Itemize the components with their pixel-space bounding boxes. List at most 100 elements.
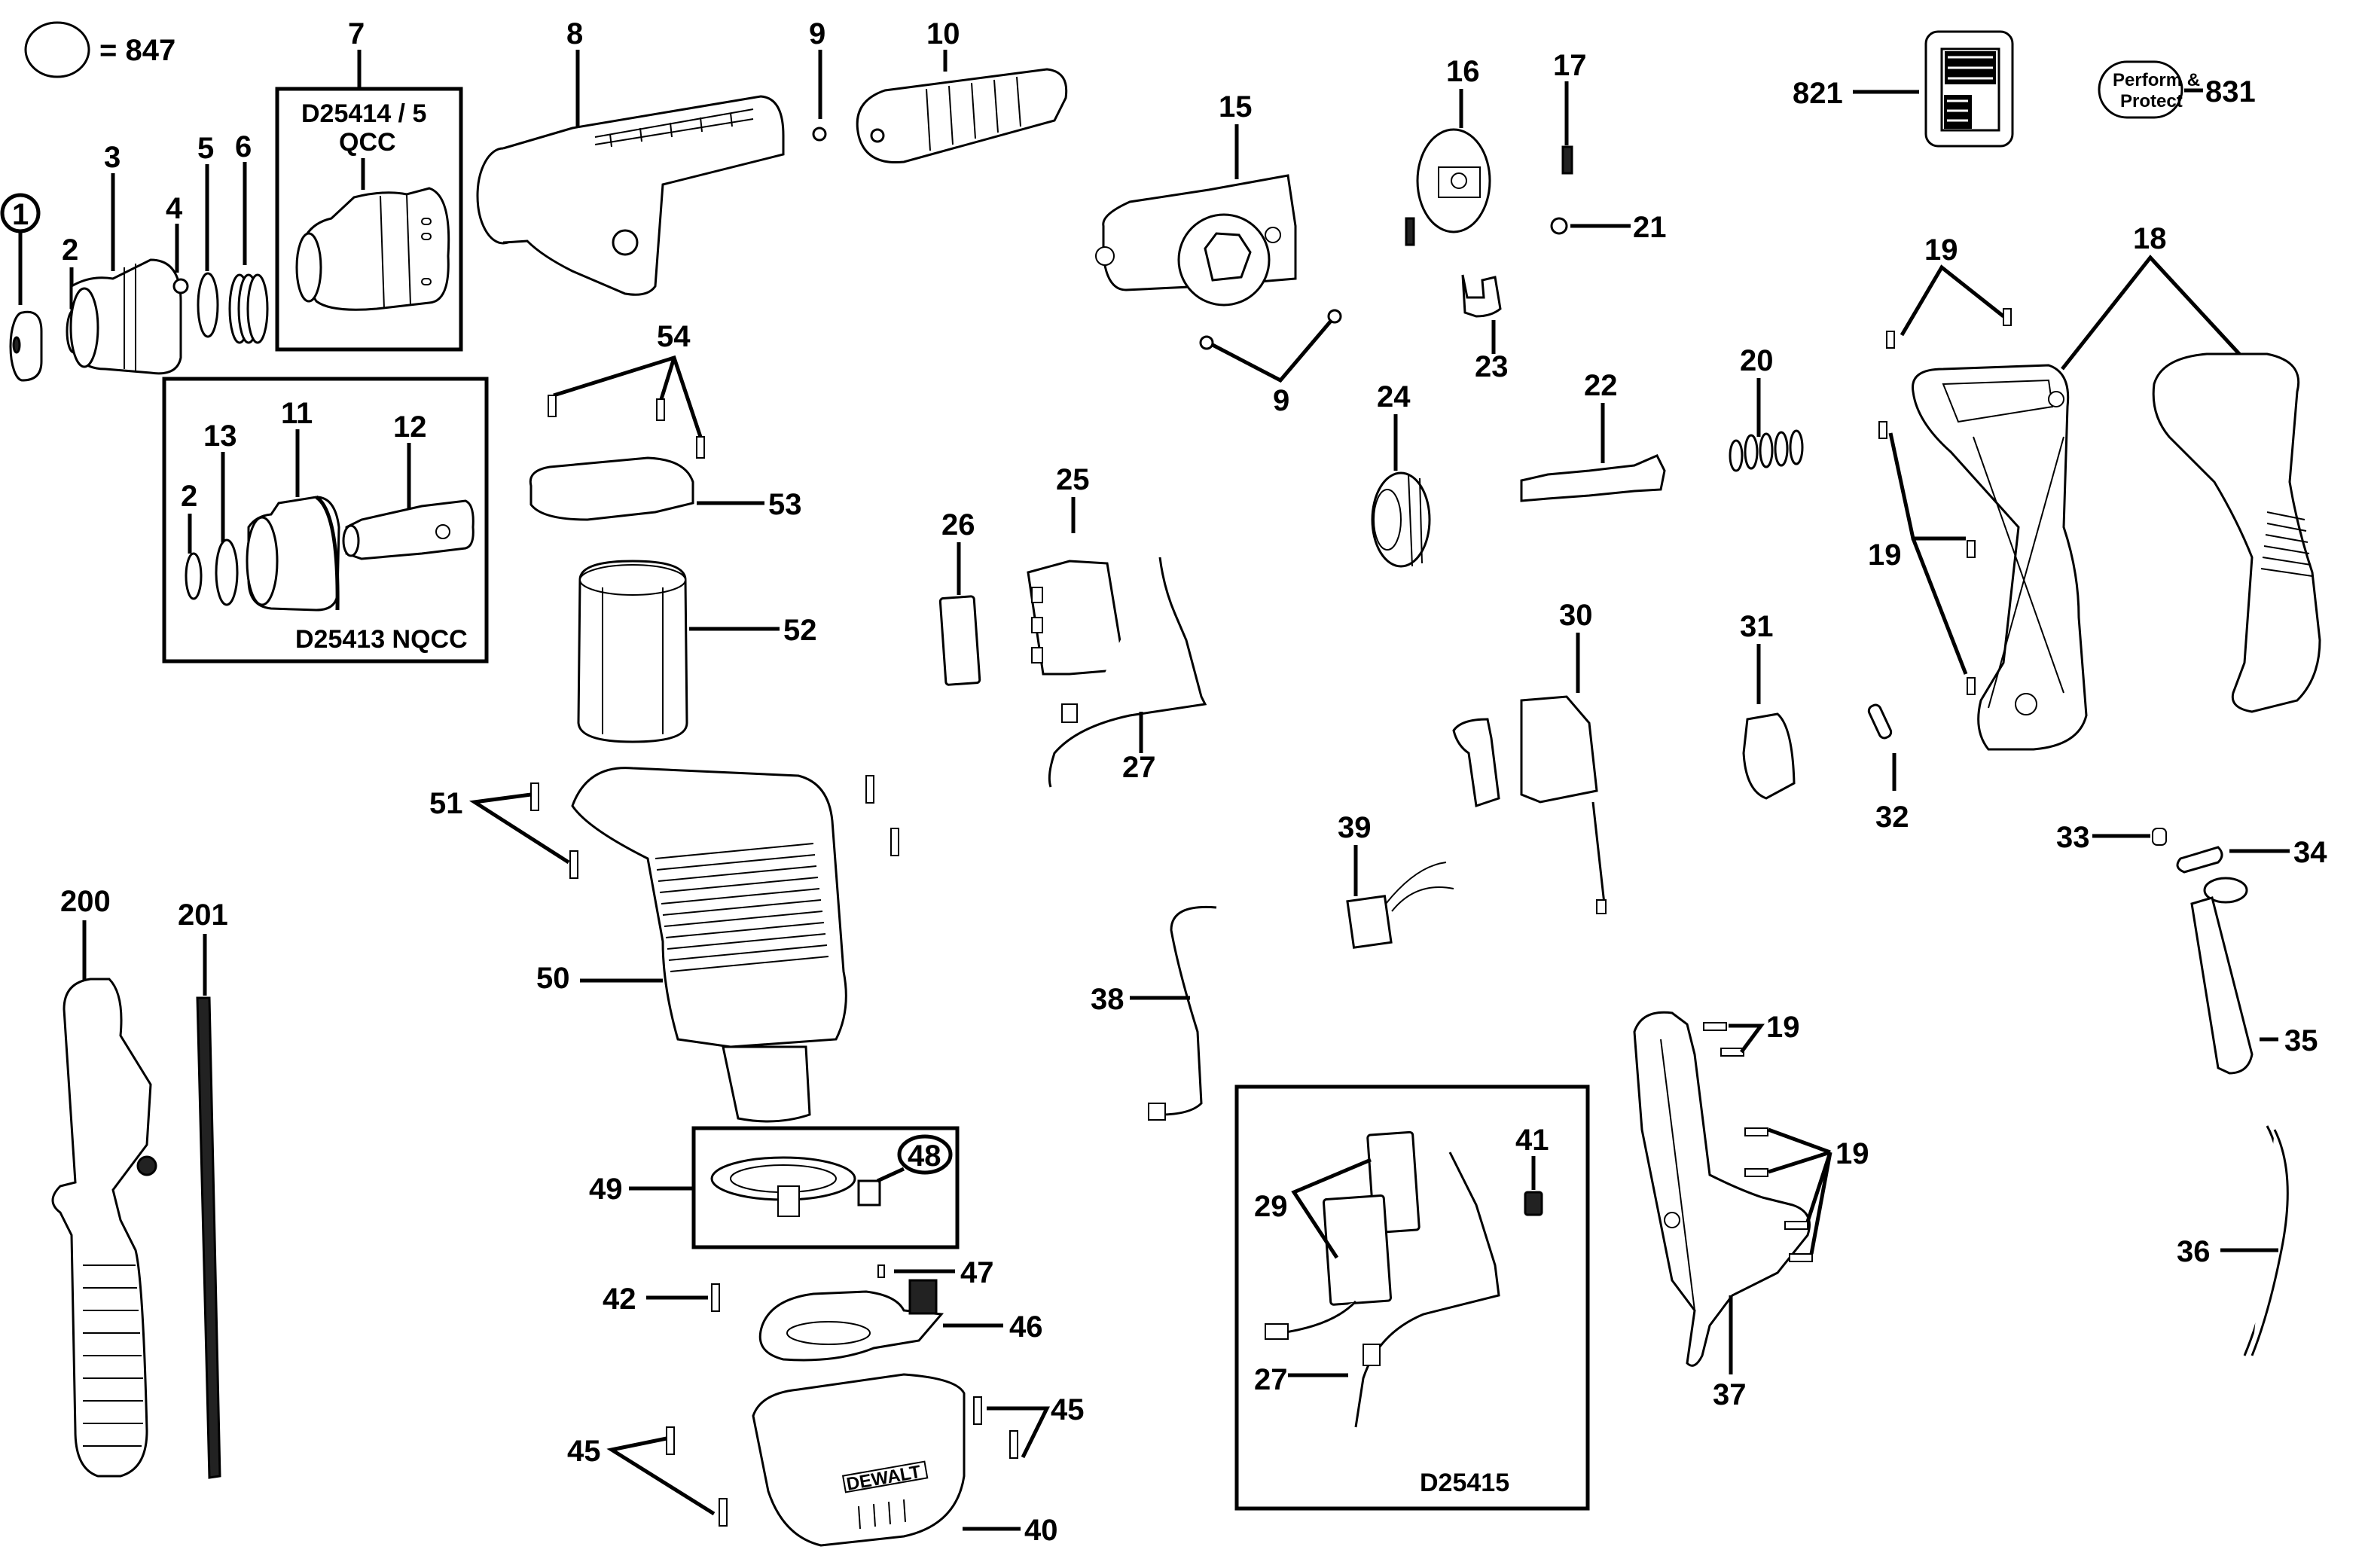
- callout-54[interactable]: 54: [553, 320, 703, 438]
- callout-35[interactable]: 35: [2260, 1024, 2318, 1057]
- callout-19-left[interactable]: 19: [1868, 432, 1968, 675]
- part-7-qcc-chuck: [295, 187, 450, 311]
- callout-27[interactable]: 27: [1122, 712, 1156, 784]
- callout-label: 47: [960, 1256, 994, 1289]
- callout-label: 48: [908, 1139, 941, 1173]
- callout-7[interactable]: 7: [348, 17, 365, 89]
- part-30-trigger-switch: [1452, 695, 1607, 914]
- callout-15[interactable]: 15: [1219, 90, 1253, 179]
- callout-36[interactable]: 36: [2177, 1235, 2278, 1268]
- callout-13[interactable]: 13: [203, 419, 237, 542]
- callout-18[interactable]: 18: [2061, 222, 2242, 371]
- callout-21[interactable]: 21: [1550, 211, 1667, 244]
- callout-3[interactable]: 3: [104, 141, 121, 271]
- callout-12[interactable]: 12: [393, 410, 427, 508]
- callout-53[interactable]: 53: [697, 488, 802, 521]
- callout-46[interactable]: 46: [943, 1310, 1043, 1344]
- callout-label: 26: [941, 508, 975, 541]
- part-9-screw-a: [1199, 335, 1214, 350]
- callout-23[interactable]: 23: [1475, 320, 1509, 383]
- callout-label: 20: [1740, 344, 1774, 377]
- part-21-screw: [1550, 217, 1568, 235]
- callout-50[interactable]: 50: [536, 962, 663, 995]
- callout-22[interactable]: 22: [1584, 369, 1618, 463]
- callout-40[interactable]: 40: [963, 1514, 1058, 1547]
- part-49-brush-ring: [710, 1156, 856, 1217]
- callout-821[interactable]: 821: [1793, 77, 1919, 110]
- callout-20[interactable]: 20: [1740, 344, 1774, 437]
- part-12-spindle: [342, 499, 475, 560]
- callout-41[interactable]: 41: [1515, 1124, 1549, 1216]
- legend-oval-icon: [24, 21, 90, 78]
- part-3-chuck-body: [69, 258, 182, 375]
- perform-protect-badge[interactable]: Perform & Protect: [2098, 60, 2200, 119]
- part-51-screws: [530, 775, 899, 879]
- callout-26[interactable]: 26: [941, 508, 975, 595]
- kit-box-nqcc: [162, 377, 489, 664]
- callout-label: 40: [1024, 1514, 1058, 1547]
- callout-19-top[interactable]: 19: [1900, 233, 2005, 337]
- part-19-screw: [1744, 1127, 1768, 1136]
- part-6-spring: [228, 273, 269, 344]
- callout-51[interactable]: 51: [429, 787, 570, 865]
- callout-45-right[interactable]: 45: [973, 1393, 1085, 1459]
- callout-31[interactable]: 31: [1740, 610, 1774, 704]
- callout-37[interactable]: 37: [1713, 1295, 1747, 1411]
- callout-33[interactable]: 33: [2056, 821, 2167, 854]
- callout-45-left[interactable]: 45: [567, 1426, 728, 1527]
- part-52-stator: [577, 560, 688, 743]
- callout-10[interactable]: 10: [926, 17, 960, 72]
- part-54-screws: [548, 395, 705, 459]
- callout-11[interactable]: 11: [281, 397, 313, 497]
- callout-49[interactable]: 49: [589, 1173, 694, 1206]
- callout-19-upper[interactable]: 19: [1703, 1011, 1800, 1057]
- callout-25[interactable]: 25: [1056, 463, 1090, 533]
- callout-29[interactable]: 29: [1254, 1158, 1372, 1259]
- callout-24[interactable]: 24: [1377, 380, 1411, 471]
- part-5-washer: [197, 272, 219, 338]
- callout-47[interactable]: 47: [877, 1256, 994, 1289]
- part-2b-o-ring: [185, 552, 203, 600]
- callout-32[interactable]: 32: [1875, 753, 1909, 834]
- part-32-pin: [1867, 703, 1893, 740]
- callout-label: 42: [603, 1283, 636, 1316]
- callout-label: 19: [1836, 1137, 1869, 1170]
- kit-box-nqcc-caption: D25413 NQCC: [295, 625, 468, 654]
- part-41-brush: [1524, 1191, 1543, 1216]
- part-13-washer: [215, 538, 239, 606]
- callout-48[interactable]: 48: [876, 1134, 953, 1183]
- callout-34[interactable]: 34: [2229, 836, 2327, 869]
- callout-19-lower[interactable]: 19: [1744, 1127, 1869, 1262]
- callout-label: 52: [783, 614, 817, 647]
- callout-27-kit[interactable]: 27: [1254, 1363, 1348, 1396]
- callout-label: 15: [1219, 90, 1253, 124]
- callout-39[interactable]: 39: [1338, 811, 1372, 896]
- callout-52[interactable]: 52: [689, 614, 817, 647]
- part-38-ground-wire: [1148, 905, 1217, 1121]
- callout-label: 38: [1091, 983, 1124, 1016]
- callout-200[interactable]: 200: [60, 885, 111, 983]
- callout-label: 18: [2133, 222, 2167, 255]
- callout-201[interactable]: 201: [178, 898, 228, 996]
- callout-4[interactable]: 4: [166, 192, 183, 273]
- callout-label: 51: [429, 787, 463, 820]
- callout-6[interactable]: 6: [235, 130, 252, 265]
- callout-label: 23: [1475, 350, 1509, 383]
- callout-17[interactable]: 17: [1553, 49, 1587, 145]
- callout-label: 41: [1515, 1124, 1549, 1157]
- callout-8[interactable]: 8: [566, 17, 583, 128]
- callout-9-top[interactable]: 9: [809, 17, 825, 119]
- callout-9-mid[interactable]: 9: [1199, 309, 1342, 417]
- callout-2b[interactable]: 2: [181, 480, 197, 554]
- callout-42[interactable]: 42: [603, 1283, 720, 1316]
- part-25-electronic-module: [1027, 560, 1128, 681]
- callout-label: 45: [567, 1435, 601, 1468]
- part-17-pin-b: [1561, 145, 1573, 175]
- part-17-pin: [1405, 217, 1415, 246]
- callout-5[interactable]: 5: [197, 132, 214, 271]
- callout-30[interactable]: 30: [1559, 599, 1593, 693]
- callout-16[interactable]: 16: [1446, 55, 1480, 128]
- callout-1[interactable]: 1: [0, 193, 41, 305]
- callout-831[interactable]: 831: [2184, 75, 2256, 108]
- callout-38[interactable]: 38: [1091, 983, 1190, 1016]
